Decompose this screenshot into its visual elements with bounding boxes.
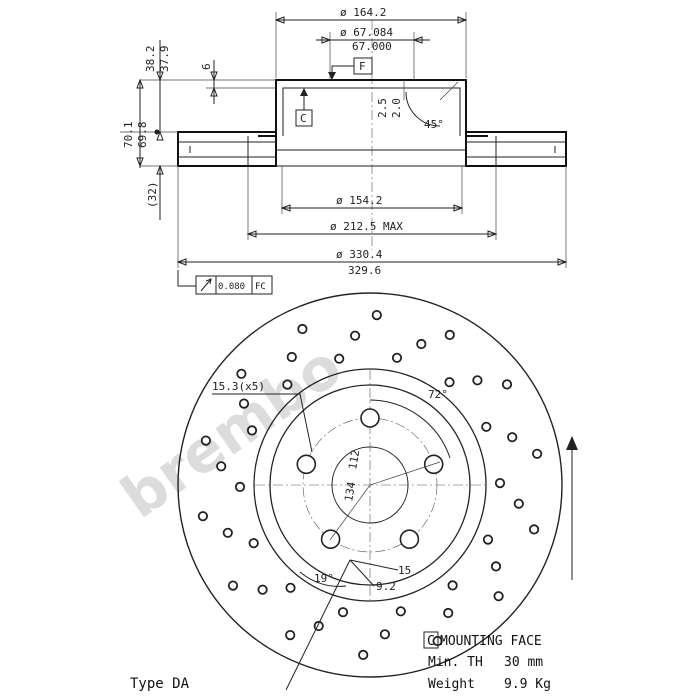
dim-134: 134 (342, 480, 358, 502)
cross-drill-hole (236, 368, 247, 379)
legend-mounting-face: MOUNTING FACE (440, 634, 542, 649)
bolt-hole (296, 454, 317, 475)
datum-c: C (300, 112, 307, 125)
cross-drill-hole (507, 432, 518, 443)
dim-164-2: ø 164.2 (340, 6, 386, 19)
cross-drill-hole (197, 511, 208, 522)
cross-drill-hole (371, 309, 382, 321)
datum-f: F (359, 60, 366, 73)
cross-drill-hole (528, 524, 540, 535)
cross-drill-hole (227, 580, 239, 591)
dim-32: (32) (146, 182, 159, 209)
dim-angle-45: 45° (424, 118, 444, 131)
cross-drill-hole (246, 425, 258, 436)
bolt-hole (360, 408, 380, 428)
legend-min-th-value: 30 mm (504, 655, 543, 670)
runout-ref: FC (255, 282, 266, 292)
dim-angle-19: 19° (314, 572, 334, 585)
cross-drill-hole (285, 629, 296, 641)
cross-drill-hole (234, 481, 246, 492)
type-label: Type DA (130, 676, 190, 692)
dim-37-9: 37.9 (158, 46, 171, 73)
dim-bolt-holes: 15.3(x5) (212, 380, 265, 393)
cross-drill-hole (501, 379, 513, 390)
cross-drill-hole (443, 607, 454, 619)
cross-drill-hole (531, 448, 543, 459)
cross-drill-hole (494, 477, 506, 489)
legend-c-box: C (427, 634, 435, 649)
cross-drill-hole (200, 435, 211, 446)
cross-drill-hole (444, 377, 455, 388)
cross-drill-hole (391, 352, 403, 363)
dim-330-4: ø 330.4 (336, 248, 383, 261)
dim-67-084: ø 67.084 (340, 26, 393, 39)
legend-weight-label: Weight (428, 677, 475, 692)
dim-329-6: 329.6 (348, 264, 381, 277)
dim-2-0: 2.0 (390, 98, 403, 118)
dim-6: 6 (200, 63, 213, 70)
dim-69-8: 69.8 (136, 122, 149, 149)
runout-value: 0.080 (218, 282, 245, 292)
cross-drill-hole (490, 561, 502, 572)
cross-drill-hole (447, 580, 458, 591)
legend: C MOUNTING FACE Min. TH 30 mm Weight 9.9… (130, 631, 551, 692)
cross-drill-hole (334, 353, 345, 364)
dim-38-2: 38.2 (144, 46, 157, 73)
cross-drill-hole (482, 534, 494, 545)
cross-drill-hole (286, 351, 297, 363)
section-view: ø 164.2 ø 67.084 67.000 F C 2.5 2.0 45° … (120, 6, 568, 295)
cross-drill-hole (222, 527, 233, 538)
dim-212-5-max: ø 212.5 MAX (330, 220, 403, 233)
dim-70-1: 70.1 (122, 122, 135, 149)
cross-drill-hole (297, 323, 308, 335)
dim-154-2: ø 154.2 (336, 194, 382, 207)
watermark-text: brembo (109, 332, 354, 532)
legend-min-th-label: Min. TH (428, 655, 483, 670)
dim-angle-72: 72° (428, 388, 448, 401)
cross-drill-hole (513, 498, 524, 509)
cross-drill-hole (257, 584, 268, 595)
legend-weight-value: 9.9 Kg (504, 677, 551, 692)
cross-drill-hole (493, 591, 504, 602)
bolt-hole (399, 529, 420, 550)
dim-2-5: 2.5 (376, 98, 389, 118)
dim-9-2: 9.2 (376, 580, 396, 593)
cross-drill-hole (349, 330, 361, 341)
cross-drill-hole (416, 338, 427, 350)
cross-drill-hole (337, 607, 349, 618)
dim-pcd-112: 112 (346, 449, 362, 471)
cross-drill-hole (238, 398, 250, 409)
cross-drill-hole (472, 375, 483, 386)
front-view: 15.3(x5) 72° 112 134 19° 15 9.2 (177, 292, 578, 691)
cross-drill-hole (248, 538, 259, 549)
cross-drill-hole (282, 379, 293, 390)
dim-15: 15 (398, 564, 411, 577)
dim-67-000: 67.000 (352, 40, 392, 53)
cross-drill-hole (216, 461, 227, 472)
cross-drill-hole (358, 649, 369, 661)
cross-drill-hole (444, 329, 455, 340)
cross-drill-hole (481, 421, 492, 432)
cross-drill-hole (285, 582, 296, 593)
cross-drill-hole (379, 629, 390, 640)
cross-drill-hole (395, 606, 406, 617)
